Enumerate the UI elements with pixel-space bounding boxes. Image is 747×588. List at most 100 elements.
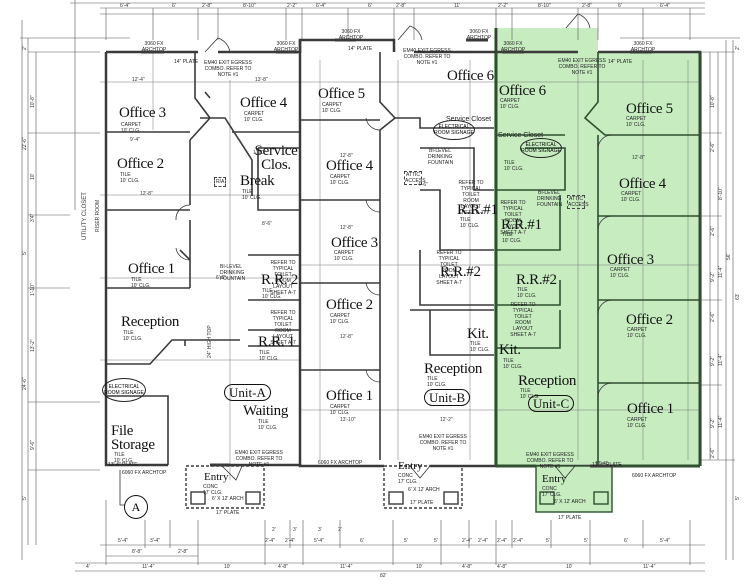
dim-right-12: 2'-6" — [710, 448, 716, 458]
unit-b-office-3-ceiling: 10' CLG. — [334, 256, 354, 262]
dim-right-14: 56' — [726, 253, 732, 260]
unit-b-office-5-finish: CARPET — [322, 102, 343, 108]
dim-bottom1-8: 5'-4" — [314, 538, 324, 544]
unit-c-rr2-toilet-ref: REFER TO TYPICAL TOILET ROOM LAYOUT SHEE… — [510, 302, 536, 338]
unit-b-office-1-ceiling: 10' CLG. — [330, 410, 350, 416]
unit-a-waiting-finish: TILE — [258, 419, 269, 425]
unit-a-rr1-label: R.R. 1 — [258, 334, 295, 350]
dim-left-1: 10'-8" — [30, 95, 36, 108]
dim-bottom1-12: 2'-4" — [462, 538, 472, 544]
dim-right-13: 5' — [735, 496, 741, 500]
dim-bottom1-14: 2'-4" — [497, 538, 507, 544]
unit-c-rr1-toilet-ref: REFER TO TYPICAL TOILET ROOM LAYOUT SHEE… — [500, 200, 526, 236]
dim-right-7: 2'-6" — [710, 312, 716, 322]
unit-a-break-ceiling: 10' CLG. — [242, 195, 262, 201]
unit-b-exit-egress-note: EM40 EXIT EGRESS COMBO. REFER TO NOTE #1 — [403, 48, 451, 66]
unit-a-reception-label: Reception — [121, 314, 180, 330]
unit-c-office-1-finish: CARPET — [627, 417, 648, 423]
unit-c-office-4-label: Office 4 — [619, 176, 666, 192]
dim-top-12: 6' — [618, 3, 622, 9]
unit-b-reception-ceiling: 10' CLG. — [427, 382, 447, 388]
dim-left-3: 10' — [30, 173, 36, 180]
unit-a-service-closet-label: Service Clos. — [254, 143, 298, 173]
unit-a-rr1-toilet-ref: REFER TO TYPICAL TOILET ROOM LAYOUT SHEE… — [270, 310, 296, 346]
unit-c-kit-finish: TILE — [503, 358, 514, 364]
dim-top-7: 2'-8" — [396, 3, 406, 9]
dim-left-0: 2' — [22, 46, 28, 50]
window-note-a-front: 6060 FX ARCHTOP — [122, 470, 167, 476]
dim-left-6: 1'-10" — [30, 283, 36, 296]
dim-room-4: 12'-8" — [340, 153, 353, 159]
unit-b-rr1-finish: TILE — [460, 217, 471, 223]
plate-note-c: 14" PLATE — [608, 59, 633, 65]
unit-b-office-3-finish: CARPET — [334, 250, 355, 256]
unit-a-office-1-label: Office 1 — [128, 261, 175, 277]
dim-right-0: 2' — [735, 46, 741, 50]
dim-bottom1-10: 5' — [404, 538, 408, 544]
dim-right-1: 10'-8" — [710, 95, 716, 108]
unit-a-office-4-label: Office 4 — [240, 95, 287, 111]
dim-right-6: 11'-4" — [718, 265, 724, 278]
door-swings — [175, 13, 613, 481]
unit-b-rr1-label: R.R.#1 — [457, 202, 498, 218]
dim-bottom1-11: 5' — [434, 538, 438, 544]
dim-room-8: 12'-2" — [440, 417, 453, 423]
dim-right-2: 2'-6" — [710, 142, 716, 152]
dim-left-4: 3'4" — [30, 213, 36, 222]
dim-bottom1-17: 5' — [584, 538, 588, 544]
dim-room-11: 4'-6" — [418, 182, 428, 188]
unit-c-office-2-label: Office 2 — [626, 312, 673, 328]
unit-b-rr1-ceiling: 10' CLG. — [460, 223, 480, 229]
unit-c-office-5-label: Office 5 — [626, 101, 673, 117]
dim-bottom3-5: 10' — [416, 564, 423, 570]
unit-c-reception-label: Reception — [518, 373, 577, 389]
dim-room-0: 12'-4" — [132, 77, 145, 83]
dim-bottom3-9: 11'-4" — [643, 564, 656, 570]
left-dimension-lines — [20, 0, 130, 560]
unit-c-rr2-ceiling: 10' CLG. — [517, 293, 537, 299]
unit-b-rr2-label: R.R.#2 — [440, 264, 481, 280]
dim-right-5: 9'-2" — [710, 272, 716, 282]
dim-top-0: 6'-4" — [120, 3, 130, 9]
dim-bottom1-13: 2'-4" — [478, 538, 488, 544]
plate-note-b: 14" PLATE — [348, 46, 373, 52]
dim-left-9: 9'-6" — [30, 440, 36, 450]
unit-a-entry-label: Entry — [204, 471, 229, 483]
unit-b-office-1-label: Office 1 — [326, 388, 373, 404]
window-note-b1: 3060 FX ARCHTOP — [338, 29, 364, 41]
unit-a-office-2-ceiling: 10' CLG. — [120, 178, 140, 184]
unit-b-service-closet-label: Service Closet — [446, 116, 492, 123]
unit-c-office-6-label: Office 6 — [499, 83, 546, 99]
arch-note-c: 6' X 12' ARCH — [554, 499, 586, 505]
dim-right-8: 9'-2" — [710, 356, 716, 366]
unit-b-kit-finish: TILE — [470, 341, 481, 347]
return-air-marker: R/A — [214, 177, 227, 187]
dim-top-11: 2'-8" — [582, 3, 592, 9]
unit-a-office-2-finish: TILE — [120, 172, 131, 178]
window-note-c1: 3060 FX ARCHTOP — [500, 41, 526, 53]
unit-b-office-2-finish: CARPET — [330, 313, 351, 319]
dim-bottom1-18: 6' — [624, 538, 628, 544]
window-note-a2: 3060 FX ARCHTOP — [273, 41, 299, 53]
unit-c-exit-egress-note: EM40 EXIT EGRESS COMBO. REFER TO NOTE #1 — [558, 58, 606, 76]
plate-17-note-c: 17' PLATE — [558, 515, 582, 521]
plate-13-4-note-c: 13'-4" PLATE — [592, 462, 622, 468]
unit-c-rr2-label: R.R.#2 — [516, 272, 557, 288]
unit-c-rr1-label: R.R.#1 — [501, 217, 542, 233]
unit-c-office-3-ceiling: 10' CLG. — [610, 273, 630, 279]
unit-c-office-6-finish: CARPET — [500, 98, 521, 104]
unit-a-break-label: Break — [240, 173, 275, 189]
window-note-c-front: 6060 FX ARCHTOP — [632, 473, 677, 479]
dim-room-5: 12'-8" — [340, 225, 353, 231]
unit-a-rr2-toilet-ref: REFER TO TYPICAL TOILET ROOM LAYOUT SHEE… — [270, 260, 296, 296]
unit-a-exit-egress-note: EM40 EXIT EGRESS COMBO. REFER TO NOTE #1 — [204, 60, 252, 78]
unit-a-bilevel-fountain: BI-LEVEL DRINKING FOUNTAIN — [220, 264, 246, 282]
unit-b-office-3-label: Office 3 — [331, 235, 378, 251]
top-dimension-lines — [70, 2, 705, 40]
unit-c-interior-walls — [496, 52, 700, 466]
dim-top-1: 6' — [172, 3, 176, 9]
unit-c-walls — [494, 52, 702, 468]
window-note-b-front: 6060 FX ARCHTOP — [318, 460, 363, 466]
unit-b-rr1-toilet-ref: REFER TO TYPICAL TOILET ROOM LAYOUT SHEE… — [458, 180, 484, 216]
plate-13-4-note-a: 13'-4" PLATE — [108, 462, 138, 468]
